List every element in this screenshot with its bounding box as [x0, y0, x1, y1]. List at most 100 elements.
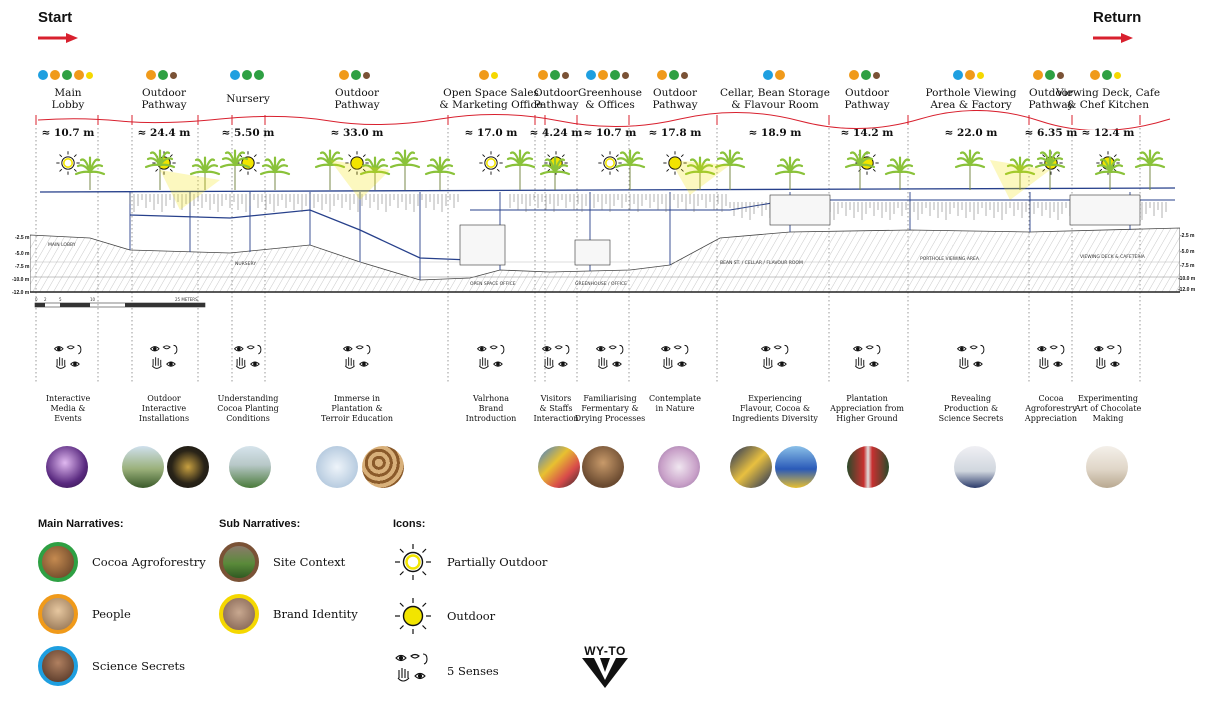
sketch-label-office: OPEN SPACE OFFICE: [470, 281, 516, 287]
orange-narrative-dot: [74, 70, 84, 80]
blue-house-photo: [775, 446, 817, 488]
senses-cluster: [475, 340, 509, 382]
hammock-photo: [658, 446, 700, 488]
svg-text:10: 10: [90, 297, 96, 302]
legend-science-secrets: Science Secrets: [38, 646, 185, 686]
space-activity: Interactive Media & Events: [45, 394, 91, 423]
space-title: Cellar, Bean Storage & Flavour Room: [719, 87, 831, 111]
depth-right-5: -12.0 m: [1178, 287, 1196, 293]
narrative-dots: [1090, 69, 1121, 81]
space-title: Greenhouse & Offices: [577, 87, 643, 111]
space-length: ≈ 6.35 m: [1024, 127, 1078, 139]
depth-left-1: -2.5 m: [15, 235, 30, 241]
space-activity: Contemplate in Nature: [648, 394, 702, 413]
five-senses-icon: [760, 344, 789, 369]
start-arrow-icon: [38, 33, 78, 43]
partially-outdoor-icon: [598, 151, 622, 175]
palm-plant-icon: [684, 156, 716, 190]
senses-cluster: [341, 340, 375, 382]
green-narrative-dot: [62, 70, 72, 80]
narrative-dots: [849, 69, 880, 81]
depth-right-2: -5.0 m: [1180, 249, 1195, 255]
space-length: ≈ 5.50 m: [221, 127, 275, 139]
people-swatch: [38, 594, 78, 634]
space-length: ≈ 24.4 m: [137, 127, 191, 139]
purple-media-photo: [46, 446, 88, 488]
palm-plant-icon: [144, 149, 176, 190]
green-narrative-dot: [1045, 70, 1055, 80]
senses-cluster: [540, 340, 574, 382]
scale-bar: 0 2 5 10 25 METERS: [34, 297, 206, 308]
brown-narrative-dot: [873, 71, 880, 79]
palm-plant-icon: [614, 149, 646, 190]
yellow-narrative-dot: [491, 71, 498, 79]
palm-plant-icon: [539, 156, 571, 190]
five-senses-icon: [1093, 344, 1122, 369]
brown-narrative-dot: [363, 71, 370, 79]
depth-left-2: -5.0 m: [15, 251, 30, 257]
brown-narrative-dot: [622, 71, 629, 79]
blue-narrative-dot: [230, 70, 240, 80]
palm-plant-icon: [74, 156, 106, 190]
sketch-label-porthole: PORTHOLE VIEWING AREA: [920, 256, 980, 262]
narrative-dots: [1033, 69, 1064, 81]
space-title: Viewing Deck, Cafe & Chef Kitchen: [1055, 87, 1161, 111]
senses-cluster: [148, 340, 182, 382]
yellow-narrative-dot: [977, 71, 984, 79]
palm-plant-icon: [359, 156, 391, 190]
space-activity: Experimenting Art of Chocolate Making: [1074, 394, 1142, 423]
green-narrative-dot: [610, 70, 620, 80]
space-title: Porthole Viewing Area & Factory: [925, 87, 1017, 111]
icons-title: Icons:: [393, 518, 426, 530]
space-light-icon: [344, 150, 370, 180]
space-title: Main Lobby: [51, 87, 85, 111]
space-activity: Familiarising Fermentary & Drying Proces…: [574, 394, 646, 423]
orange-narrative-dot: [598, 70, 608, 80]
space-light-icon: [478, 150, 504, 180]
space-length: ≈ 14.2 m: [840, 127, 894, 139]
green-narrative-dot: [669, 70, 679, 80]
orange-narrative-dot: [479, 70, 489, 80]
senses-cluster: [52, 340, 86, 382]
return-arrow-icon: [1093, 33, 1133, 43]
senses-cluster: [851, 340, 885, 382]
palm-plant-icon: [189, 156, 221, 190]
depth-left-3: -7.5 m: [15, 264, 30, 270]
space-activity: Understanding Cocoa Planting Conditions: [217, 394, 279, 423]
sketch-label-deck: VIEWING DECK & CAFETERIA: [1080, 254, 1146, 260]
svg-text:2: 2: [44, 297, 47, 302]
space-title: Outdoor Pathway: [1028, 87, 1074, 111]
space-length: ≈ 17.8 m: [648, 127, 702, 139]
green-narrative-dot: [254, 70, 264, 80]
space-length: ≈ 18.9 m: [748, 127, 802, 139]
column-dividers: [35, 128, 1141, 383]
space-activity: Outdoor Interactive Installations: [138, 394, 190, 423]
space-activity: Cocoa Agroforestry Appreciation: [1024, 394, 1078, 423]
space-title: Outdoor Pathway: [334, 87, 380, 111]
start-label: Start: [38, 9, 73, 26]
partially-outdoor-icon: [479, 151, 503, 175]
space-length: ≈ 17.0 m: [464, 127, 518, 139]
blue-narrative-dot: [586, 70, 596, 80]
legend-five-senses: 5 Senses: [393, 650, 499, 692]
green-narrative-dot: [242, 70, 252, 80]
sub-narratives-title: Sub Narratives:: [219, 518, 301, 530]
palm-plant-icon: [504, 149, 536, 190]
space-length: ≈ 4.24 m: [529, 127, 583, 139]
space-length: ≈ 12.4 m: [1081, 127, 1135, 139]
space-light-icon: [597, 150, 623, 180]
brown-narrative-dot: [1057, 71, 1064, 79]
factory-photo: [954, 446, 996, 488]
orange-narrative-dot: [538, 70, 548, 80]
five-senses-icon: [852, 344, 881, 369]
five-senses-icon: [53, 344, 82, 369]
partially-outdoor-icon: [395, 544, 431, 580]
sketch-label-greenhouse: GREENHOUSE / OFFICE: [575, 281, 627, 287]
space-title: Outdoor Pathway: [652, 87, 698, 111]
outdoor-sun-icon: [395, 598, 431, 634]
partially-outdoor-icon: [56, 151, 80, 175]
nursery-photo: [229, 446, 271, 488]
wy-to-logo: WY-TO: [582, 644, 628, 692]
narrative-dots: [479, 69, 498, 81]
legend-people: People: [38, 594, 131, 634]
